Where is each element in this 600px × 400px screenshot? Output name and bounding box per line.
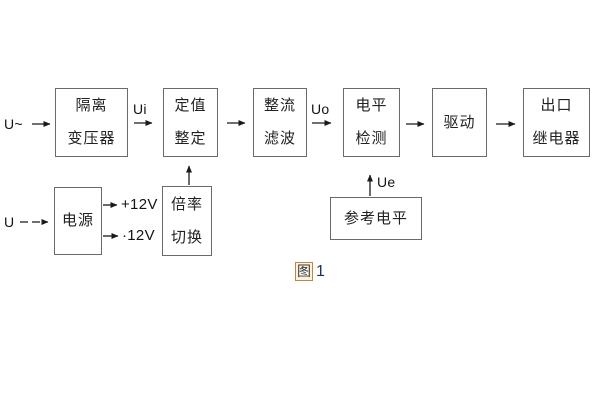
block-label: 检测 (355, 130, 388, 147)
block-output-relay: 出口 继电器 (523, 88, 590, 157)
caption-highlighted-char: 图 (295, 262, 313, 281)
block-label: 定值 (174, 97, 207, 114)
block-label: 滤波 (263, 130, 296, 147)
block-reference-level: 参考电平 (330, 197, 422, 240)
label-ac-input: U~ (4, 116, 23, 132)
block-label: 倍率 (170, 195, 203, 213)
block-setpoint-adjust: 定值 整定 (163, 88, 218, 157)
block-label: 变压器 (67, 130, 116, 147)
block-label: 隔离 (75, 97, 108, 114)
label-dc-input: U (4, 214, 15, 230)
caption-number: 1 (316, 262, 325, 280)
figure-caption: 图 1 (295, 262, 325, 281)
block-label: 整流 (263, 97, 296, 114)
block-power-supply: 电源 (54, 187, 102, 255)
block-label: 电平 (355, 97, 388, 114)
block-ratio-switch: 倍率 切换 (162, 186, 212, 256)
label-ue: Ue (377, 174, 396, 190)
block-label: 整定 (174, 130, 207, 147)
block-drive: 驱动 (432, 88, 487, 157)
block-label: 驱动 (443, 113, 476, 131)
block-label: 参考电平 (343, 209, 408, 227)
block-isolation-transformer: 隔离 变压器 (55, 88, 128, 157)
block-label: 继电器 (532, 130, 581, 147)
label-uo: Uo (311, 101, 330, 117)
label-plus-12v: +12V (121, 196, 158, 213)
block-level-detect: 电平 检测 (343, 88, 400, 157)
label-ui: Ui (133, 101, 147, 117)
block-rectifier-filter: 整流 滤波 (253, 88, 307, 157)
block-label: 切换 (170, 228, 203, 246)
block-label: 出口 (540, 97, 573, 114)
block-label: 电源 (61, 212, 94, 229)
label-minus-12v: ·12V (122, 227, 155, 244)
